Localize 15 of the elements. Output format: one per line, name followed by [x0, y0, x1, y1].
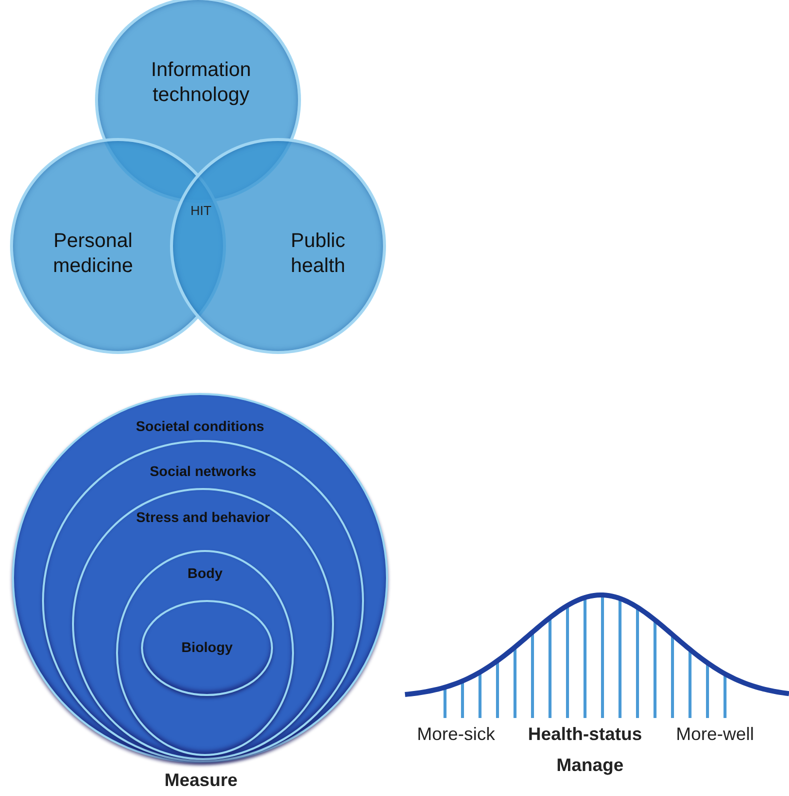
axis-label: Health-status — [528, 724, 642, 745]
axis-label: More-well — [676, 724, 754, 745]
section-caption: Measure — [164, 770, 238, 791]
circle-label: Social networks — [148, 462, 258, 480]
circle-label: Information technology — [150, 58, 252, 108]
nested-circle — [116, 550, 294, 756]
overlap-label: HIT — [190, 203, 212, 218]
section-caption: Manage — [556, 755, 624, 776]
circle-label: Societal conditions — [134, 417, 266, 435]
circle-label: Biology — [180, 638, 234, 656]
circle-label: Stress and behavior — [135, 508, 271, 526]
circle-label: Personal medicine — [52, 229, 134, 279]
circle-label: Body — [186, 564, 224, 582]
circle-label: Public health — [290, 229, 346, 279]
axis-label: More-sick — [417, 724, 495, 745]
